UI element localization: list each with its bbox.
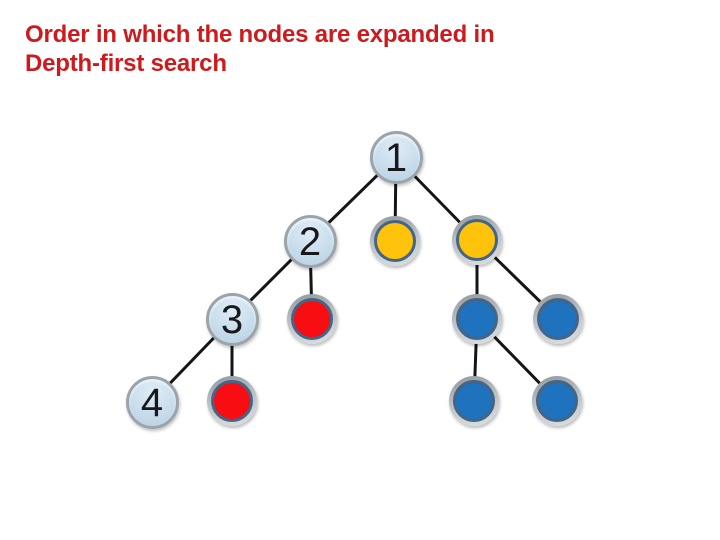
tree-node-yellow-2 [452, 215, 502, 265]
page-title-line1: Order in which the nodes are expanded in [25, 21, 495, 48]
tree-node-core [211, 380, 253, 422]
tree-node-blue-3 [449, 376, 499, 426]
tree-node-blue-2 [533, 294, 583, 344]
tree-node-core [453, 380, 495, 422]
tree-node-core [456, 298, 498, 340]
page-title-line2: Depth-first search [25, 50, 227, 77]
tree-node-label: 3 [220, 297, 244, 342]
tree-node-red-1 [287, 294, 337, 344]
tree-node-3: 3 [205, 292, 259, 346]
tree-node-core [374, 220, 416, 262]
tree-node-core [291, 298, 333, 340]
tree-node-blue-4 [532, 376, 582, 426]
tree-node-core [456, 219, 498, 261]
tree-node-core [537, 298, 579, 340]
tree-node-1: 1 [369, 130, 423, 184]
tree-node-4: 4 [125, 375, 179, 429]
tree-node-2: 2 [283, 214, 337, 268]
tree-node-blue-1 [452, 294, 502, 344]
page-title: Order in which the nodes are expanded in… [25, 20, 585, 78]
tree-node-label: 2 [298, 219, 322, 264]
tree-node-red-2 [207, 376, 257, 426]
tree-node-core [536, 380, 578, 422]
tree-node-yellow-1 [370, 216, 420, 266]
tree-node-label: 4 [140, 380, 164, 425]
tree-node-label: 1 [384, 135, 408, 180]
